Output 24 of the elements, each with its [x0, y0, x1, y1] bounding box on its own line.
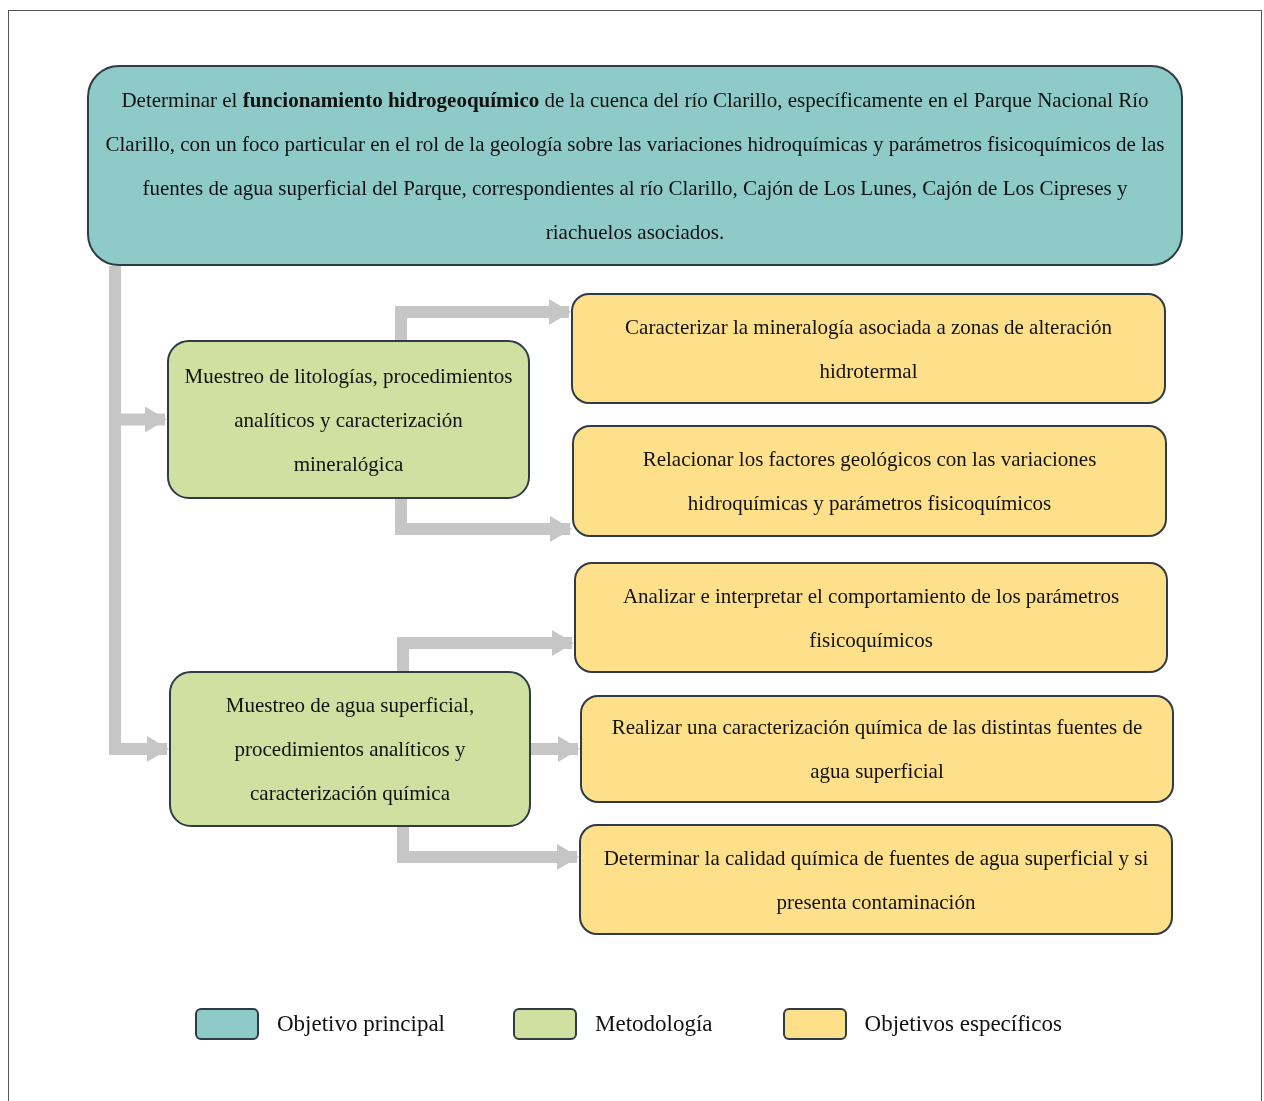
specific-objective-box	[580, 695, 1174, 803]
box-text: Caracterizar la mineralogía asociada a zonas de alteración hidrotermal	[624, 313, 1113, 385]
box-text: Muestreo de litologías, procedimientos analíticos y caracterización mineralógica	[183, 362, 514, 478]
legend-label: Objetivo principal	[277, 1011, 445, 1037]
specific-objective-box	[571, 293, 1166, 404]
box-text: Analizar e interpretar el comportamiento de los parámetros fisicoquímicos	[621, 582, 1121, 654]
box-text: Realizar una caracterización química de las distintas fuentes de agua superficial	[610, 714, 1144, 785]
arrow	[531, 736, 580, 762]
legend-label: Metodología	[595, 1011, 713, 1037]
legend-label: Objetivos específicos	[864, 1011, 1062, 1037]
box-text: Muestreo de agua superficial, procedimientos analíticos y caracterización química	[224, 692, 476, 807]
arrow	[395, 499, 572, 542]
objective-box	[87, 65, 1183, 266]
specific-objective-box	[579, 824, 1173, 935]
box-text: Determinar el funcionamiento hidrogeoquímico de la cuenca del río Clarillo, específicamente en el Parque Nacional Río Clarillo, con un foco particular en el rol de la geología sobre las variaciones hidroquímicas y parámetros fisicoquímicos de las fuentes de agua superficial del Parque, correspondientes al río Clarillo, Cajón de Los Lunes, Cajón de Los Cipreses y riachuelos asociados.	[104, 86, 1166, 246]
arrow	[397, 630, 574, 671]
specific-objective-box	[572, 425, 1167, 537]
arrow	[395, 299, 571, 340]
specific-objective-box	[574, 562, 1168, 673]
box-text: Relacionar los factores geológicos con las variaciones hidroquímicas y parámetros fisicoquímicos	[641, 446, 1098, 517]
box-text: Determinar la calidad química de fuentes de agua superficial y si presenta contaminación	[602, 844, 1150, 916]
methodology-box	[167, 340, 530, 499]
arrow	[397, 827, 579, 870]
methodology-box	[169, 671, 531, 827]
